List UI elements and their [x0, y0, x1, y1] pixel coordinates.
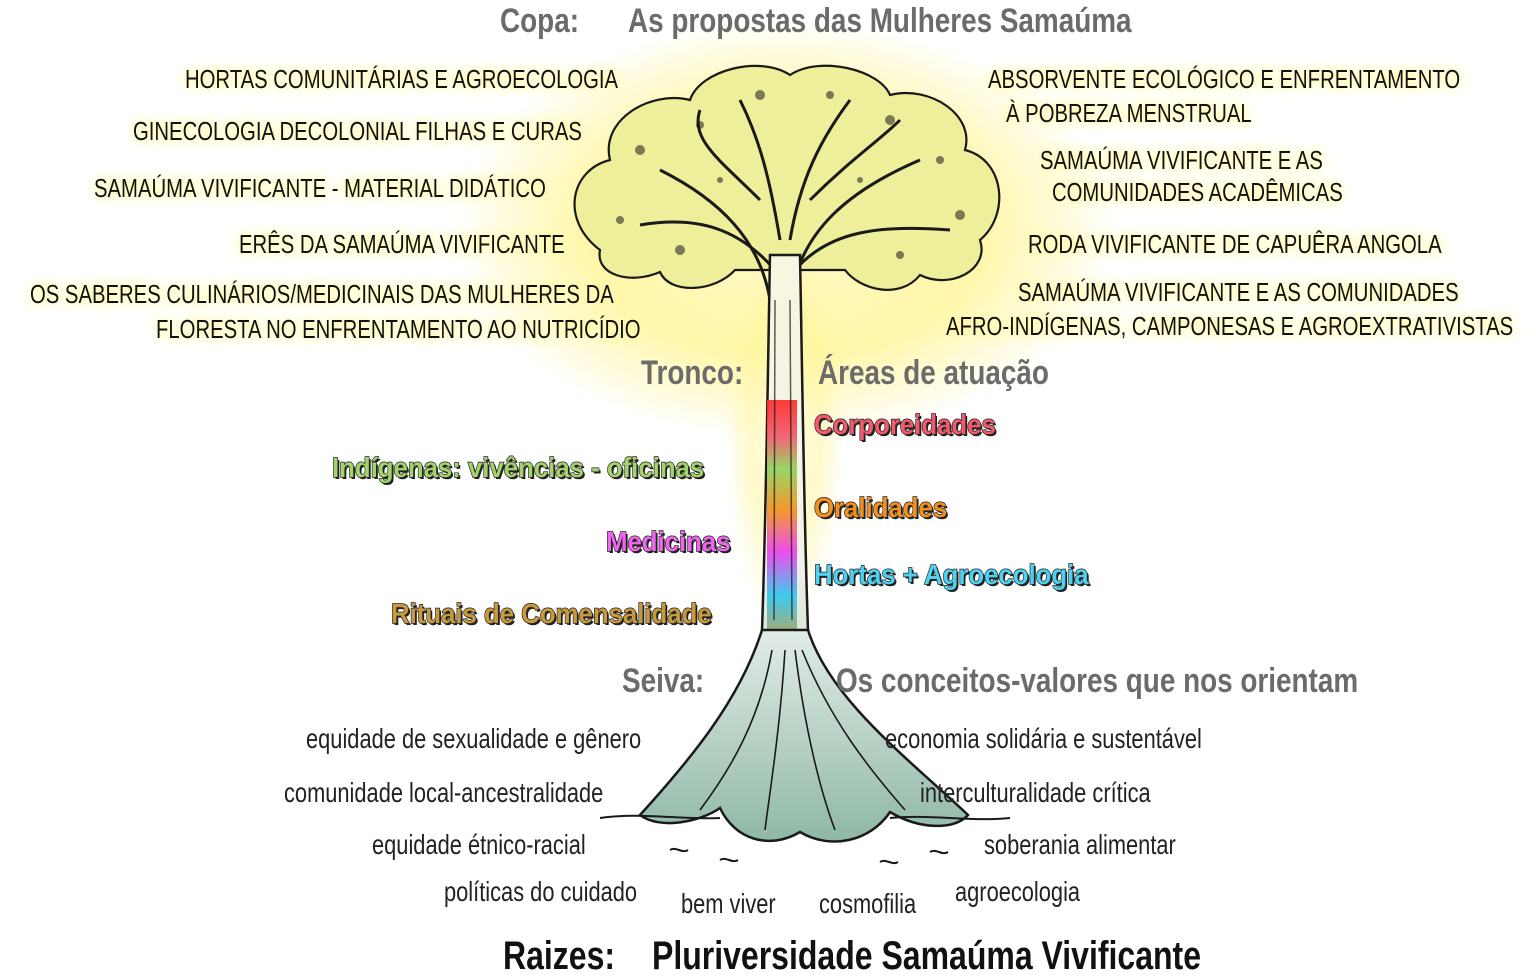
bark-lines [773, 299, 793, 621]
copa-title: As propostas das Mulheres Samaúma [628, 2, 1132, 40]
proposal-item: À POBREZA MENSTRUAL [1006, 98, 1252, 128]
tronco-label: Tronco: [641, 354, 744, 392]
area-rituais: Rituais de Comensalidade [390, 597, 712, 629]
value-item: interculturalidade crítica [920, 777, 1151, 808]
tronco-title: Áreas de atuação [818, 354, 1049, 392]
area-indigenas: Indígenas: vivências - oficinas [331, 451, 705, 483]
value-item: cosmofilia [819, 888, 917, 919]
value-item: bem viver [681, 888, 776, 919]
root-lines [699, 649, 906, 831]
proposal-item: GINECOLOGIA DECOLONIAL FILHAS E CURAS [133, 116, 582, 146]
proposal-item: SAMAÚMA VIVIFICANTE E AS [1040, 145, 1323, 175]
proposal-item: SAMAÚMA VIVIFICANTE - MATERIAL DIDÁTICO [94, 173, 546, 203]
proposal-item: AFRO-INDÍGENAS, CAMPONESAS E AGROEXTRATI… [946, 311, 1514, 341]
canopy-branches [639, 99, 951, 301]
copa-label: Copa: [500, 2, 579, 40]
raizes-title: Pluriversidade Samaúma Vivificante [652, 934, 1201, 978]
value-item: equidade étnico-racial [372, 829, 586, 860]
proposal-item: ERÊS DA SAMAÚMA VIVIFICANTE [239, 229, 565, 259]
value-item: comunidade local-ancestralidade [284, 777, 604, 808]
value-item: equidade de sexualidade e gênero [306, 723, 642, 754]
value-item: políticas do cuidado [444, 876, 638, 907]
area-corporeidades: Corporeidades [813, 408, 996, 440]
raizes-label: Raizes: [503, 934, 616, 978]
ground [599, 814, 1011, 865]
area-hortas: Hortas + Agroecologia [813, 558, 1089, 590]
proposal-item: SAMAÚMA VIVIFICANTE E AS COMUNIDADES [1018, 277, 1459, 307]
value-item: agroecologia [955, 876, 1081, 907]
proposal-item: HORTAS COMUNITÁRIAS E AGROECOLOGIA [185, 64, 619, 94]
seiva-label: Seiva: [622, 662, 705, 700]
proposal-item: COMUNIDADES ACADÊMICAS [1052, 177, 1343, 207]
proposal-item: OS SABERES CULINÁRIOS/MEDICINAIS DAS MUL… [30, 279, 614, 309]
area-oralidades: Oralidades [813, 491, 948, 523]
canopy-leaves [616, 90, 965, 259]
area-medicinas: Medicinas [605, 525, 731, 557]
value-item: soberania alimentar [984, 829, 1176, 860]
proposal-item: RODA VIVIFICANTE DE CAPUÊRA ANGOLA [1028, 229, 1442, 259]
seiva-title: Os conceitos-valores que nos orientam [836, 662, 1359, 700]
proposal-item: FLORESTA NO ENFRENTAMENTO AO NUTRICÍDIO [156, 314, 641, 344]
proposal-item: ABSORVENTE ECOLÓGICO E ENFRENTAMENTO [988, 64, 1461, 94]
value-item: economia solidária e sustentável [885, 723, 1202, 754]
